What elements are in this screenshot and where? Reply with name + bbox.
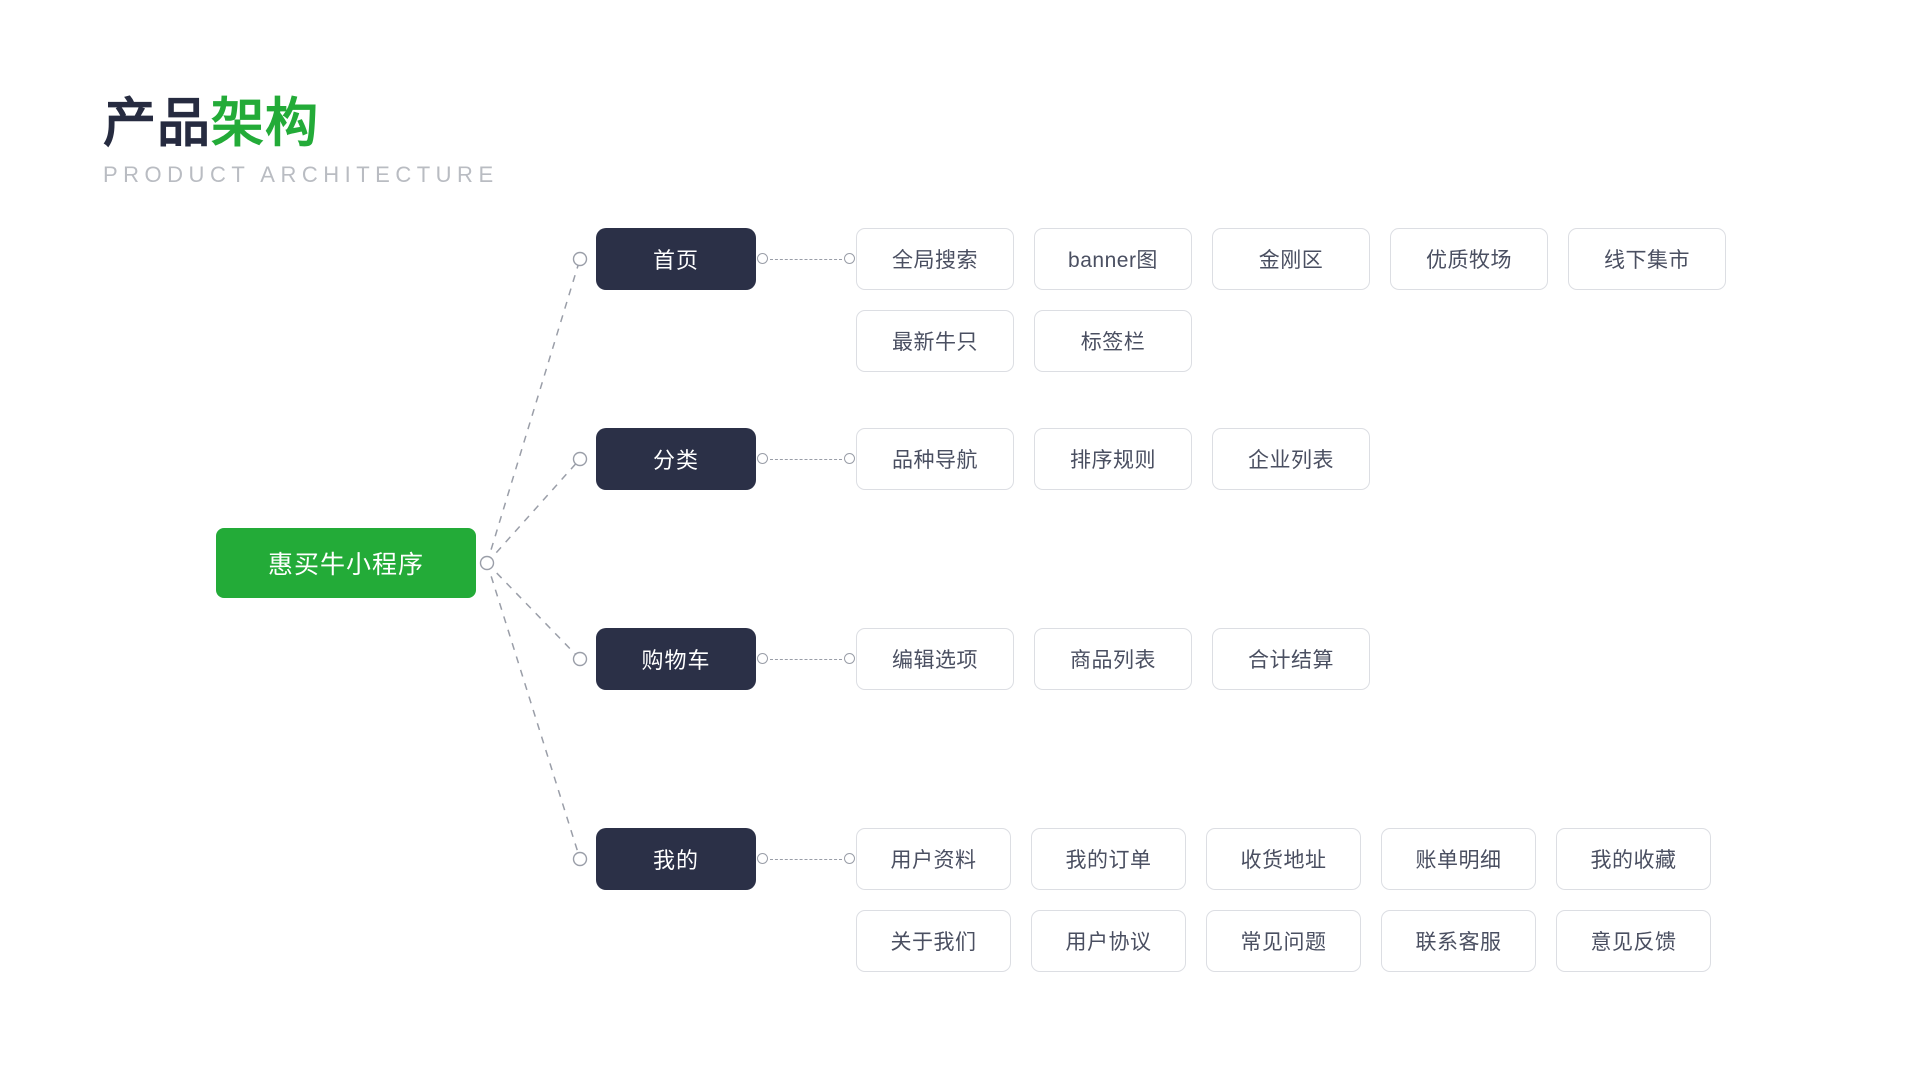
category-node-home[interactable]: 首页	[596, 228, 756, 290]
page-subtitle: PRODUCT ARCHITECTURE	[103, 161, 499, 187]
leaf-group-cart: 编辑选项 商品列表 合计结算	[856, 628, 1396, 690]
leaf-item[interactable]: 最新牛只	[856, 310, 1014, 372]
leaf-group-mine: 用户资料 我的订单 收货地址 账单明细 我的收藏 关于我们 用户协议 常见问题 …	[856, 828, 1746, 972]
connector-dash	[770, 859, 842, 860]
category-connector-mine	[756, 828, 856, 890]
leaf-item[interactable]: 我的收藏	[1556, 828, 1711, 890]
category-node-cart[interactable]: 购物车	[596, 628, 756, 690]
branch-dot-cart	[572, 651, 588, 667]
branch-dot-mine	[572, 851, 588, 867]
category-connector-cart	[756, 628, 856, 690]
branch-line-mine	[486, 562, 581, 860]
branch-dot-category	[572, 451, 588, 467]
leaf-item[interactable]: 用户协议	[1031, 910, 1186, 972]
hub-dot	[479, 555, 495, 571]
branch-dot-home	[572, 251, 588, 267]
branch-line-home	[486, 258, 581, 564]
leaf-item[interactable]: banner图	[1034, 228, 1192, 290]
category-node-label: 首页	[652, 248, 699, 273]
connector-dot-right	[844, 453, 855, 464]
category-node-mine[interactable]: 我的	[596, 828, 756, 890]
category-node-category[interactable]: 分类	[596, 428, 756, 490]
branch-cart: 购物车 编辑选项 商品列表 合计结算	[596, 628, 1396, 690]
branch-home: 首页 全局搜索 banner图 金刚区 优质牧场 线下集市 最新牛只 标签栏	[596, 228, 1756, 372]
branch-line-cart	[486, 562, 581, 660]
leaf-item[interactable]: 收货地址	[1206, 828, 1361, 890]
leaf-item[interactable]: 标签栏	[1034, 310, 1192, 372]
leaf-item[interactable]: 全局搜索	[856, 228, 1014, 290]
branch-line-category	[486, 458, 581, 564]
leaf-item[interactable]: 用户资料	[856, 828, 1011, 890]
leaf-item[interactable]: 企业列表	[1212, 428, 1370, 490]
page-title: 产品架构	[103, 96, 499, 152]
leaf-item[interactable]: 联系客服	[1381, 910, 1536, 972]
leaf-item[interactable]: 编辑选项	[856, 628, 1014, 690]
leaf-item[interactable]: 品种导航	[856, 428, 1014, 490]
leaf-item[interactable]: 合计结算	[1212, 628, 1370, 690]
leaf-item[interactable]: 商品列表	[1034, 628, 1192, 690]
leaf-item[interactable]: 常见问题	[1206, 910, 1361, 972]
leaf-group-home: 全局搜索 banner图 金刚区 优质牧场 线下集市 最新牛只 标签栏	[856, 228, 1756, 372]
category-connector-category	[756, 428, 856, 490]
category-connector-home	[756, 228, 856, 290]
connector-dot-left	[757, 853, 768, 864]
connector-dash	[770, 259, 842, 260]
connector-dot-left	[757, 653, 768, 664]
leaf-item[interactable]: 关于我们	[856, 910, 1011, 972]
root-node[interactable]: 惠买牛小程序	[216, 528, 476, 598]
leaf-item[interactable]: 意见反馈	[1556, 910, 1711, 972]
connector-dot-left	[757, 453, 768, 464]
root-node-label: 惠买牛小程序	[267, 551, 424, 579]
category-node-label: 分类	[652, 448, 699, 473]
leaf-item[interactable]: 排序规则	[1034, 428, 1192, 490]
connector-dot-right	[844, 253, 855, 264]
branch-category: 分类 品种导航 排序规则 企业列表	[596, 428, 1396, 490]
connector-dot-right	[844, 653, 855, 664]
connector-dash	[770, 659, 842, 660]
branch-mine: 我的 用户资料 我的订单 收货地址 账单明细 我的收藏 关于我们 用户协议 常见…	[596, 828, 1746, 972]
leaf-item[interactable]: 线下集市	[1568, 228, 1726, 290]
leaf-group-category: 品种导航 排序规则 企业列表	[856, 428, 1396, 490]
page-title-dark: 产品	[103, 94, 211, 153]
leaf-item[interactable]: 我的订单	[1031, 828, 1186, 890]
connector-dot-left	[757, 253, 768, 264]
page-header: 产品架构 PRODUCT ARCHITECTURE	[103, 96, 499, 188]
category-node-label: 购物车	[641, 648, 711, 673]
connector-dot-right	[844, 853, 855, 864]
leaf-item[interactable]: 账单明细	[1381, 828, 1536, 890]
page-title-accent: 架构	[211, 94, 319, 153]
leaf-item[interactable]: 优质牧场	[1390, 228, 1548, 290]
connector-dash	[770, 459, 842, 460]
category-node-label: 我的	[652, 848, 699, 873]
leaf-item[interactable]: 金刚区	[1212, 228, 1370, 290]
